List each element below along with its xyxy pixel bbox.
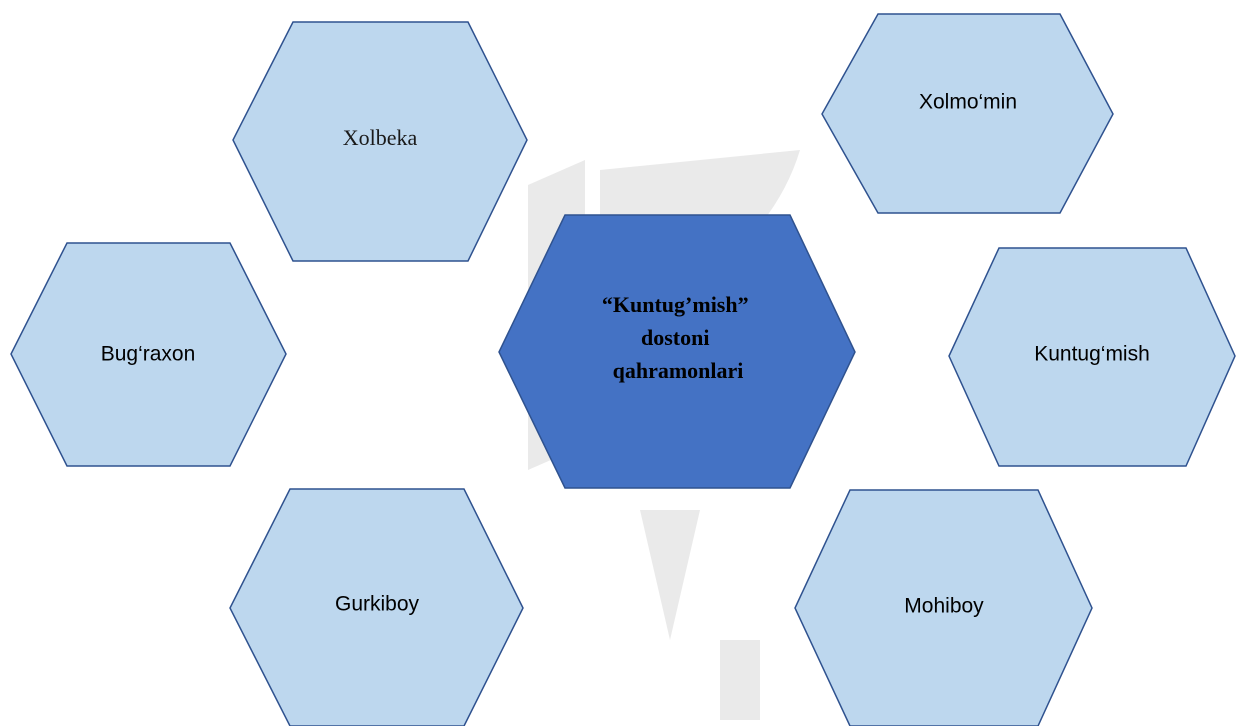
center-label: “Kuntug’mish” dostoni qahramonlari <box>602 292 754 383</box>
center-label-line-1: “Kuntug’mish” <box>602 292 749 317</box>
center-label-line-3: qahramonlari <box>613 358 744 383</box>
center-label-line-2: dostoni <box>641 325 709 350</box>
hexagon-label-bugraxon: Bug‘raxon <box>101 343 196 366</box>
watermark-letter <box>720 640 760 720</box>
hexagon-mohiboy <box>794 489 1093 726</box>
hexagon-center <box>498 214 856 489</box>
hexagon-label-gurkiboy: Gurkiboy <box>335 593 420 616</box>
hexagon-xolbeka <box>232 21 528 262</box>
hexagon-label-mohiboy: Mohiboy <box>904 595 984 618</box>
hexagon-label-kuntugmish: Kuntug‘mish <box>1034 343 1150 366</box>
hexagon-gurkiboy <box>229 488 524 726</box>
hexagon-kuntugmish <box>948 247 1236 467</box>
hexagon-bugraxon <box>10 242 287 467</box>
hexagon-xolmomin <box>821 13 1114 214</box>
hexagon-label-xolbeka: Xolbeka <box>343 125 418 150</box>
hexagon-label-xolmomin: Xolmo‘min <box>919 91 1017 114</box>
watermark-letter <box>640 510 700 640</box>
